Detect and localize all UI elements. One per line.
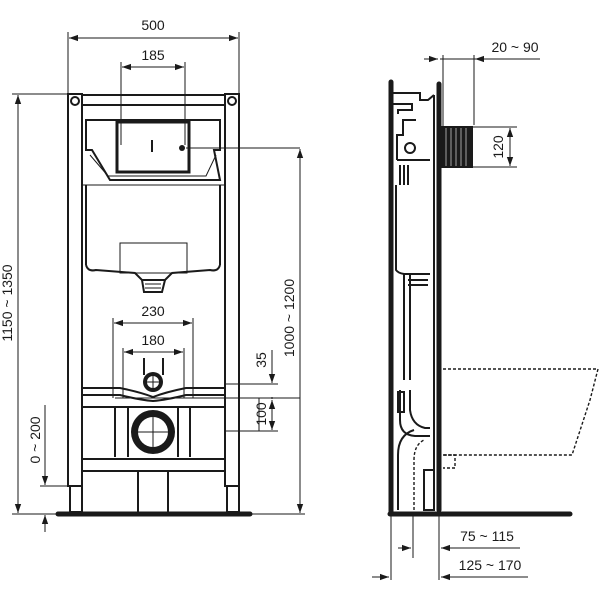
dim-foot-adjust: 0 ~ 200 bbox=[27, 405, 49, 532]
dim-flush-plate-width: 185 bbox=[120, 47, 186, 145]
frame-side-profile bbox=[388, 79, 473, 515]
dim-label-35: 35 bbox=[253, 352, 269, 368]
dim-label-185: 185 bbox=[141, 47, 165, 63]
dim-frame-width: 500 bbox=[67, 17, 240, 94]
dim-label-1000-1200: 1000 ~ 1200 bbox=[281, 279, 297, 357]
dim-label-500: 500 bbox=[141, 17, 165, 33]
dim-flush-port: 120 bbox=[473, 126, 517, 168]
dim-label-230: 230 bbox=[141, 303, 165, 319]
dim-frame-depth: 125 ~ 170 bbox=[372, 557, 528, 581]
dim-label-75-115: 75 ~ 115 bbox=[460, 528, 514, 544]
dim-label-20-90: 20 ~ 90 bbox=[491, 39, 538, 55]
front-view: 500 185 bbox=[0, 17, 305, 532]
toilet-bowl-outline bbox=[443, 368, 599, 469]
side-view: 20 ~ 90 bbox=[372, 39, 599, 581]
dim-flush-height: 1000 ~ 1200 bbox=[250, 149, 305, 515]
inlet-and-waste bbox=[82, 358, 300, 513]
dim-label-120: 120 bbox=[490, 135, 506, 159]
dim-label-1150-1350: 1150 ~ 1350 bbox=[0, 264, 15, 341]
dim-inlet-waste: 35 100 bbox=[253, 350, 276, 431]
dim-waste-widths: 230 180 bbox=[112, 303, 194, 398]
dim-label-0-200: 0 ~ 200 bbox=[27, 416, 43, 463]
dim-label-125-170: 125 ~ 170 bbox=[459, 557, 522, 573]
dim-label-100: 100 bbox=[253, 402, 269, 426]
dim-waste-depth: 75 ~ 115 bbox=[390, 516, 520, 580]
frame-feet bbox=[40, 485, 253, 517]
dim-wall-depth: 20 ~ 90 bbox=[424, 39, 540, 130]
dim-frame-height: 1150 ~ 1350 bbox=[0, 93, 68, 515]
cistern bbox=[82, 119, 300, 293]
dim-label-180: 180 bbox=[141, 332, 165, 348]
